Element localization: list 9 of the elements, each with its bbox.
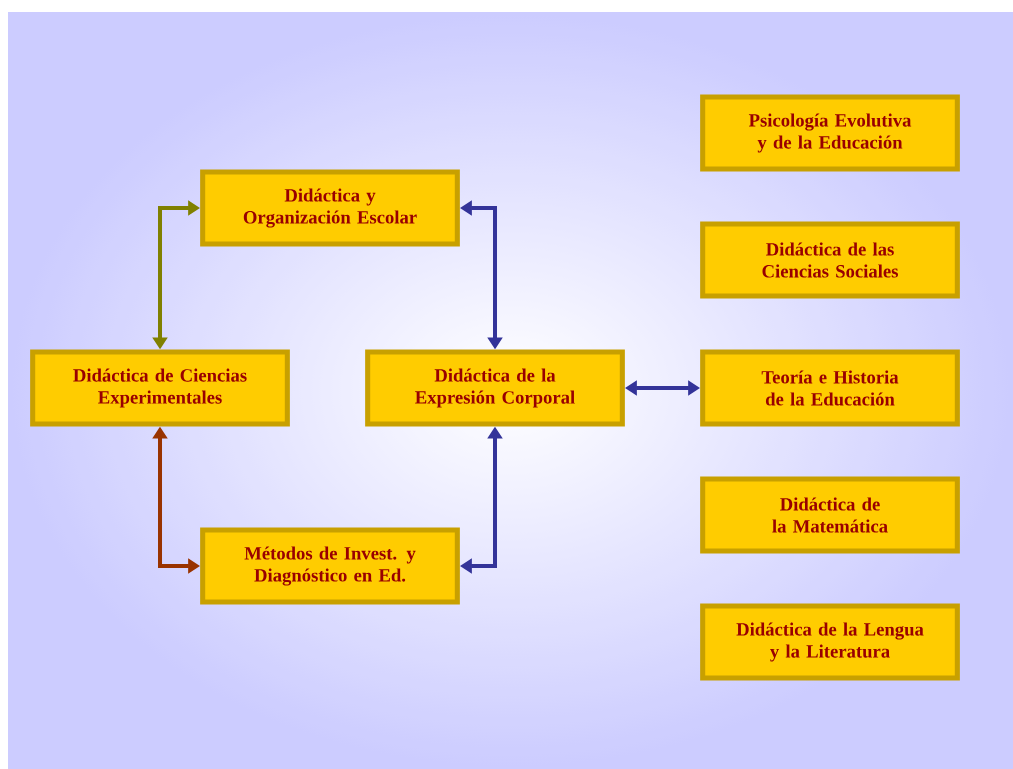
course-box: Teoría e Historia de la Educación xyxy=(700,349,960,427)
course-box: Didáctica de las Ciencias Sociales xyxy=(700,221,960,299)
course-box: Métodos de Invest. y Diagnóstico en Ed. xyxy=(200,527,460,605)
course-box: Didáctica y Organización Escolar xyxy=(200,169,460,247)
course-box: Didáctica de la Expresión Corporal xyxy=(365,349,625,427)
course-box: Psicología Evolutiva y de la Educación xyxy=(700,94,960,172)
course-box: Didáctica de la Lengua y la Literatura xyxy=(700,603,960,681)
course-box: Didáctica de Ciencias Experimentales xyxy=(30,349,290,427)
course-box: Didáctica de la Matemática xyxy=(700,476,960,554)
